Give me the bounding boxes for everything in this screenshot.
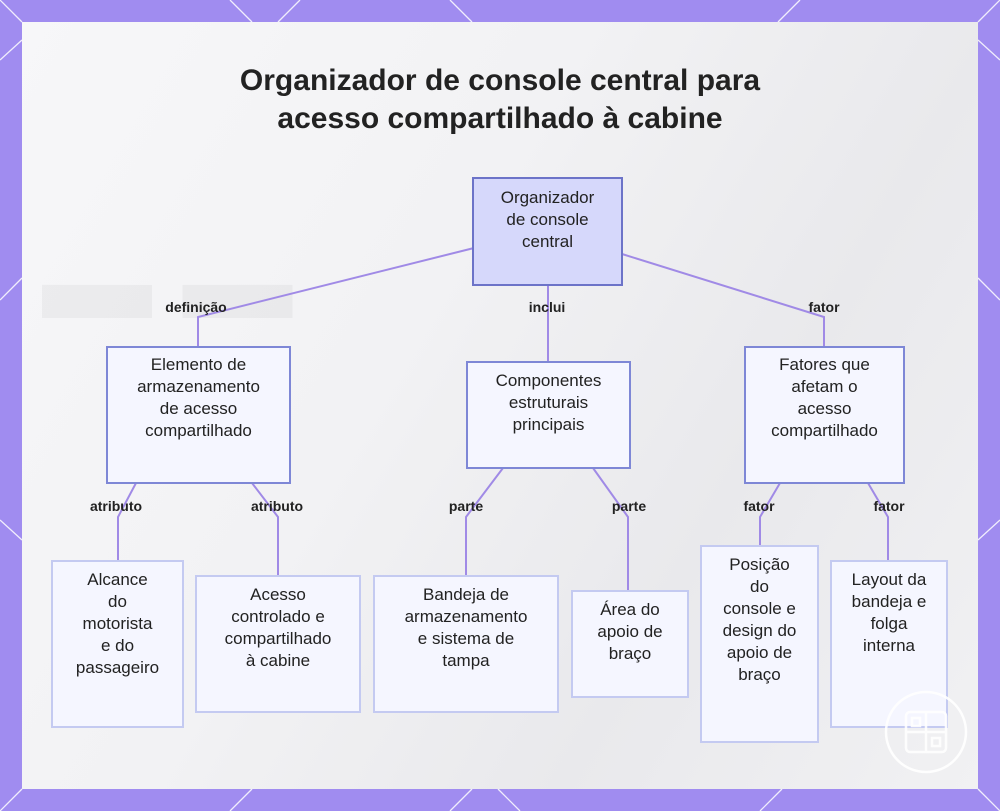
- diagram-title: Organizador de console central para aces…: [0, 62, 1000, 138]
- node-inclui-line: estruturais: [508, 393, 589, 412]
- node-leaf-line: apoio de: [726, 643, 793, 662]
- node-leaf-line: console e: [723, 599, 796, 618]
- node-leaf-line: apoio de: [597, 622, 663, 641]
- edge-label-fator: fator: [873, 498, 905, 514]
- edge-label-atributo: atributo: [250, 498, 304, 514]
- node-leaf-line: Área do: [600, 600, 660, 619]
- edge-fat-leaf5: [759, 482, 781, 545]
- node-definicao-line: Elemento de: [150, 355, 247, 374]
- node-definicao-line: armazenamento: [137, 377, 260, 396]
- node-leaf-line: à cabine: [245, 651, 311, 670]
- node-fatores-line: Fatores que: [779, 355, 870, 374]
- node-inclui[interactable]: Componentes estruturais principais: [466, 361, 631, 469]
- edge-label-atributo: atributo: [89, 498, 143, 514]
- node-leaf-line: tampa: [442, 651, 490, 670]
- edge-fat-leaf6: [867, 482, 889, 560]
- node-leaf-line: e do: [100, 636, 135, 655]
- node-leaf-line: controlado e: [231, 607, 325, 626]
- node-inclui-line: principais: [512, 415, 585, 434]
- node-leaf-line: Bandeja de: [422, 585, 510, 604]
- node-leaf-acesso[interactable]: Acesso controlado e compartilhado à cabi…: [195, 575, 361, 713]
- node-definicao-line: de acesso: [159, 399, 238, 418]
- node-root-line: de console: [506, 210, 589, 229]
- node-leaf-alcance[interactable]: Alcance do motorista e do passageiro: [51, 560, 184, 728]
- node-leaf-line: armazenamento: [404, 607, 528, 626]
- node-definicao-line: compartilhado: [145, 421, 252, 440]
- node-leaf-line: folga: [870, 614, 908, 633]
- edge-root-definicao: [197, 247, 475, 346]
- node-inclui-line: Componentes: [495, 371, 602, 390]
- brand-logo-icon: [884, 690, 968, 774]
- edge-label-definicao: definição: [165, 299, 227, 315]
- node-leaf-bandeja[interactable]: Bandeja de armazenamento e sistema de ta…: [373, 575, 559, 713]
- node-leaf-line: do: [108, 592, 127, 611]
- edge-label-parte: parte: [611, 498, 647, 514]
- edge-label-parte: parte: [448, 498, 484, 514]
- node-leaf-apoio[interactable]: Área do apoio de braço: [571, 590, 689, 698]
- node-leaf-line: bandeja e: [851, 592, 927, 611]
- node-fatores-line: acesso: [797, 399, 852, 418]
- node-root[interactable]: Organizador de console central: [472, 177, 623, 286]
- edge-inc-leaf4: [592, 467, 629, 590]
- node-leaf-line: compartilhado: [224, 629, 332, 648]
- node-leaf-posicao[interactable]: Posição do console e design do apoio de …: [700, 545, 819, 743]
- node-leaf-line: interna: [863, 636, 915, 655]
- node-leaf-line: Acesso: [250, 585, 306, 604]
- edge-def-leaf2: [251, 482, 279, 575]
- edge-def-leaf1: [117, 482, 137, 560]
- node-leaf-line: do: [750, 577, 769, 596]
- node-leaf-line: Layout da: [851, 570, 927, 589]
- edge-label-inclui: inclui: [528, 299, 566, 315]
- node-fatores[interactable]: Fatores que afetam o acesso compartilhad…: [744, 346, 905, 484]
- node-leaf-line: braço: [608, 644, 652, 663]
- title-line-2: acesso compartilhado à cabine: [277, 102, 723, 135]
- node-leaf-line: design do: [722, 621, 797, 640]
- node-root-line: Organizador: [500, 188, 595, 207]
- node-leaf-line: e sistema de: [417, 629, 515, 648]
- edge-label-fator: fator: [743, 498, 775, 514]
- node-leaf-layout[interactable]: Layout da bandeja e folga interna: [830, 560, 948, 728]
- title-line-1: Organizador de console central para: [239, 64, 761, 97]
- node-leaf-line: motorista: [82, 614, 153, 633]
- edge-inc-leaf3: [465, 467, 504, 575]
- node-leaf-line: Posição: [729, 555, 790, 574]
- node-leaf-line: passageiro: [75, 658, 160, 677]
- node-fatores-line: afetam o: [791, 377, 858, 396]
- edge-label-fator: fator: [808, 299, 840, 315]
- node-leaf-line: braço: [738, 665, 781, 684]
- node-definicao[interactable]: Elemento de armazenamento de acesso comp…: [106, 346, 291, 484]
- node-fatores-line: compartilhado: [771, 421, 878, 440]
- node-leaf-line: Alcance: [87, 570, 148, 589]
- node-root-line: central: [521, 232, 574, 251]
- edge-root-fator: [621, 253, 825, 346]
